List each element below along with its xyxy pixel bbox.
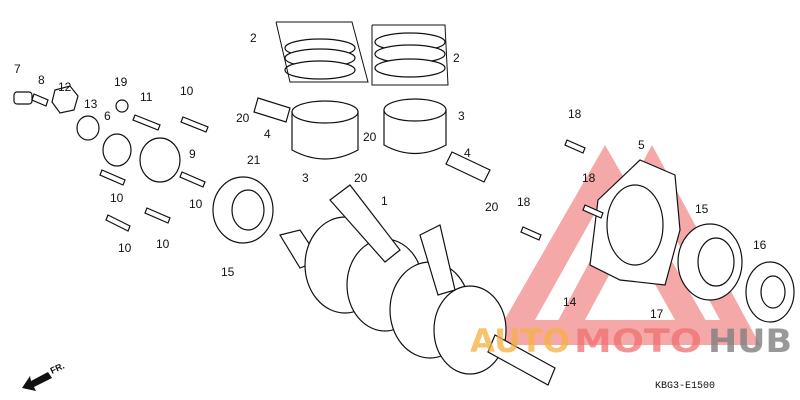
bearing-right: [677, 223, 743, 301]
callout-18: 18: [517, 195, 531, 209]
piston-left: [291, 100, 359, 160]
piston-pins: [253, 97, 491, 183]
callout-6: 6: [104, 109, 111, 123]
callout-18: 18: [568, 107, 582, 121]
callout-20: 20: [236, 111, 250, 125]
piston-right: [383, 98, 447, 154]
callout-18: 18: [582, 171, 596, 185]
callout-19: 19: [114, 75, 128, 89]
callout-10: 10: [156, 237, 170, 251]
callout-3: 3: [458, 109, 465, 123]
callout-4: 4: [264, 127, 271, 141]
callout-10: 10: [110, 191, 124, 205]
callout-13: 13: [84, 97, 98, 111]
callout-12: 12: [58, 80, 72, 94]
watermark-auto: AUTO: [470, 322, 570, 360]
callout-14: 14: [563, 295, 577, 309]
callout-7: 7: [14, 62, 21, 76]
front-label: FR.: [49, 361, 66, 376]
callout-17: 17: [650, 307, 664, 321]
piston-ring-set-left: [275, 21, 369, 83]
callout-1: 1: [381, 194, 388, 208]
callout-10: 10: [180, 84, 194, 98]
callout-20: 20: [354, 171, 368, 185]
callout-4: 4: [464, 146, 471, 160]
callout-11: 11: [140, 90, 153, 104]
callout-5: 5: [638, 138, 645, 152]
crankshaft: [279, 184, 556, 386]
callout-2: 2: [453, 51, 460, 65]
piston-ring-set-right: [371, 24, 449, 86]
callout-15: 15: [695, 202, 709, 216]
oil-seal: [745, 261, 795, 323]
callout-21: 21: [247, 153, 261, 167]
callout-10: 10: [118, 241, 132, 255]
callout-labels: 7 8 12 13 6 19 11 10 9 10 10 10 10 20 4 …: [14, 31, 767, 321]
bearing-plate: [589, 159, 681, 286]
front-direction-arrow: FR.: [22, 361, 66, 391]
watermark-hub: HUB: [708, 322, 792, 360]
callout-3: 3: [302, 171, 309, 185]
callout-16: 16: [753, 238, 767, 252]
callout-8: 8: [38, 73, 45, 87]
callout-10: 10: [189, 197, 203, 211]
callout-20: 20: [485, 200, 499, 214]
drawing-code: KBG3-E1500: [655, 381, 715, 392]
small-parts-left: [13, 85, 604, 241]
callout-9: 9: [189, 147, 196, 161]
callout-2: 2: [250, 31, 257, 45]
watermark-moto: MOTO: [574, 322, 702, 360]
callout-20: 20: [363, 130, 377, 144]
callout-15: 15: [221, 265, 235, 279]
bearing-left: [212, 176, 274, 244]
